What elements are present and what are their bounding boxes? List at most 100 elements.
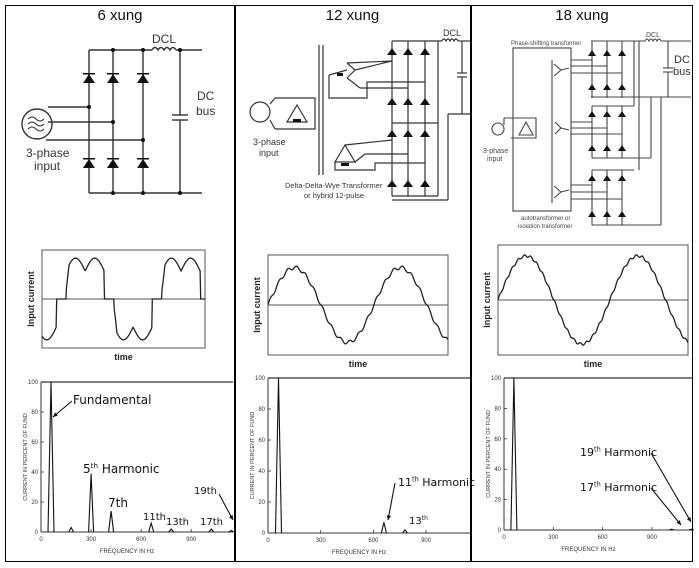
diode-icon	[420, 48, 430, 55]
figure-frame	[5, 5, 693, 562]
diode-group	[83, 48, 182, 195]
annotation-arrow	[218, 493, 234, 521]
diode-icon	[588, 50, 596, 56]
diode-icon	[403, 98, 413, 105]
diode-icon	[387, 98, 397, 105]
column-divider	[470, 5, 472, 562]
waveform-x-label: time	[584, 359, 603, 369]
y-tick-label: 80	[494, 406, 501, 412]
harmonic-spike	[228, 529, 235, 533]
annotation-17th: 17th	[200, 517, 223, 528]
harmonic-spike	[148, 520, 155, 533]
x-axis-label: FREQUENCY IN Hz	[561, 547, 615, 553]
dc-bus-label: DC	[674, 54, 690, 66]
transformer-bottom-label: isolation transformer	[518, 224, 572, 230]
diode-icon	[83, 74, 95, 83]
input-label: 3-phase	[26, 146, 70, 160]
y-tick-label: 20	[31, 500, 38, 506]
diode-icon	[387, 48, 397, 55]
y-tick-label: 0	[35, 530, 39, 536]
arrowhead-icon	[386, 515, 391, 520]
diode-icon	[618, 145, 626, 151]
x-tick-label: 0	[266, 538, 270, 544]
current-waveform-line	[41, 257, 205, 341]
x-tick-label: 600	[136, 537, 147, 543]
inductor-label: DCL	[152, 32, 176, 46]
diode-icon	[107, 159, 119, 168]
dc-bus-label: bus	[196, 104, 215, 118]
y-tick-label: 60	[31, 440, 38, 446]
diode-icon	[618, 175, 626, 181]
diode-icon	[603, 145, 611, 151]
diode-icon	[588, 211, 596, 217]
diode-icon	[618, 211, 626, 217]
harmonic-spike	[68, 526, 75, 533]
diode-icon	[107, 74, 119, 83]
y-tick-label: 20	[494, 498, 501, 504]
column-divider	[234, 5, 236, 562]
diode-icon	[603, 111, 611, 117]
annotation-13th: 13th	[409, 515, 428, 527]
diode-icon	[588, 175, 596, 181]
circuit-6-pulse: DCL DC bus 3-phase input	[21, 32, 215, 195]
diode-icon	[603, 84, 611, 90]
diode-icon	[618, 50, 626, 56]
diode-icon	[403, 180, 413, 187]
diode-icon	[403, 130, 413, 137]
x-axis-label: FREQUENCY IN Hz	[332, 550, 386, 556]
input-label: 3-phase	[483, 148, 508, 155]
diode-icon	[588, 145, 596, 151]
annotation-arrow	[387, 482, 396, 521]
harmonic-spike	[402, 529, 408, 534]
y-tick-label: 60	[494, 437, 501, 443]
y-tick-label: 80	[258, 407, 265, 413]
x-tick-label: 900	[647, 535, 658, 541]
input-label: 3-phase	[253, 137, 286, 147]
inductor-label: DCL	[443, 28, 461, 38]
diode-icon	[618, 84, 626, 90]
transformer-label: Delta-Delta-Wye Transformer	[285, 181, 383, 190]
harmonic-spike	[208, 528, 215, 533]
diode-icon	[137, 74, 149, 83]
x-tick-label: 300	[316, 538, 327, 544]
annotation-fundamental: Fundamental	[73, 393, 152, 407]
x-tick-label: 0	[502, 535, 506, 541]
annotation-19th: 19th	[194, 486, 217, 497]
transformer-top-label: Phase-shifting transformer	[511, 41, 581, 47]
column-title-6-pulse: 6 xung	[97, 7, 143, 24]
transformer-label: or hybrid 12-pulse	[304, 191, 364, 200]
x-tick-label: 900	[186, 537, 197, 543]
harmonic-spike	[380, 522, 387, 534]
harmonic-spike	[274, 377, 283, 534]
y-tick-label: 60	[258, 438, 265, 444]
harmonic-spike	[47, 381, 55, 533]
diode-icon	[588, 111, 596, 117]
diode-icon	[387, 130, 397, 137]
column-title-12-pulse: 12 xung	[325, 7, 380, 24]
annotation-11th-harmonic: 11th Harmonic	[398, 476, 475, 489]
y-tick-label: 100	[28, 380, 39, 386]
diode-icon	[603, 50, 611, 56]
y-axis-label: CURRENT IN PERCENT OF FUND	[250, 412, 256, 500]
column-title-18-pulse: 18 xung	[555, 7, 609, 24]
diode-icon	[420, 180, 430, 187]
x-axis-label: FREQUENCY IN Hz	[100, 549, 154, 555]
y-tick-label: 100	[255, 376, 266, 382]
y-tick-label: 20	[258, 500, 265, 506]
diode-icon	[83, 159, 95, 168]
waveform-y-label: Input current	[482, 272, 492, 328]
harmonic-spike	[510, 377, 518, 531]
y-axis-label: CURRENT IN PERCENT OF FUND	[23, 413, 29, 501]
diode-icon	[603, 211, 611, 217]
diode-group	[387, 48, 430, 187]
diode-icon	[420, 130, 430, 137]
x-tick-label: 300	[548, 535, 559, 541]
harmonic-spike	[108, 510, 115, 533]
arrowhead-icon	[686, 517, 691, 522]
y-tick-label: 80	[31, 410, 38, 416]
y-tick-label: 100	[491, 376, 502, 382]
diode-icon	[137, 159, 149, 168]
